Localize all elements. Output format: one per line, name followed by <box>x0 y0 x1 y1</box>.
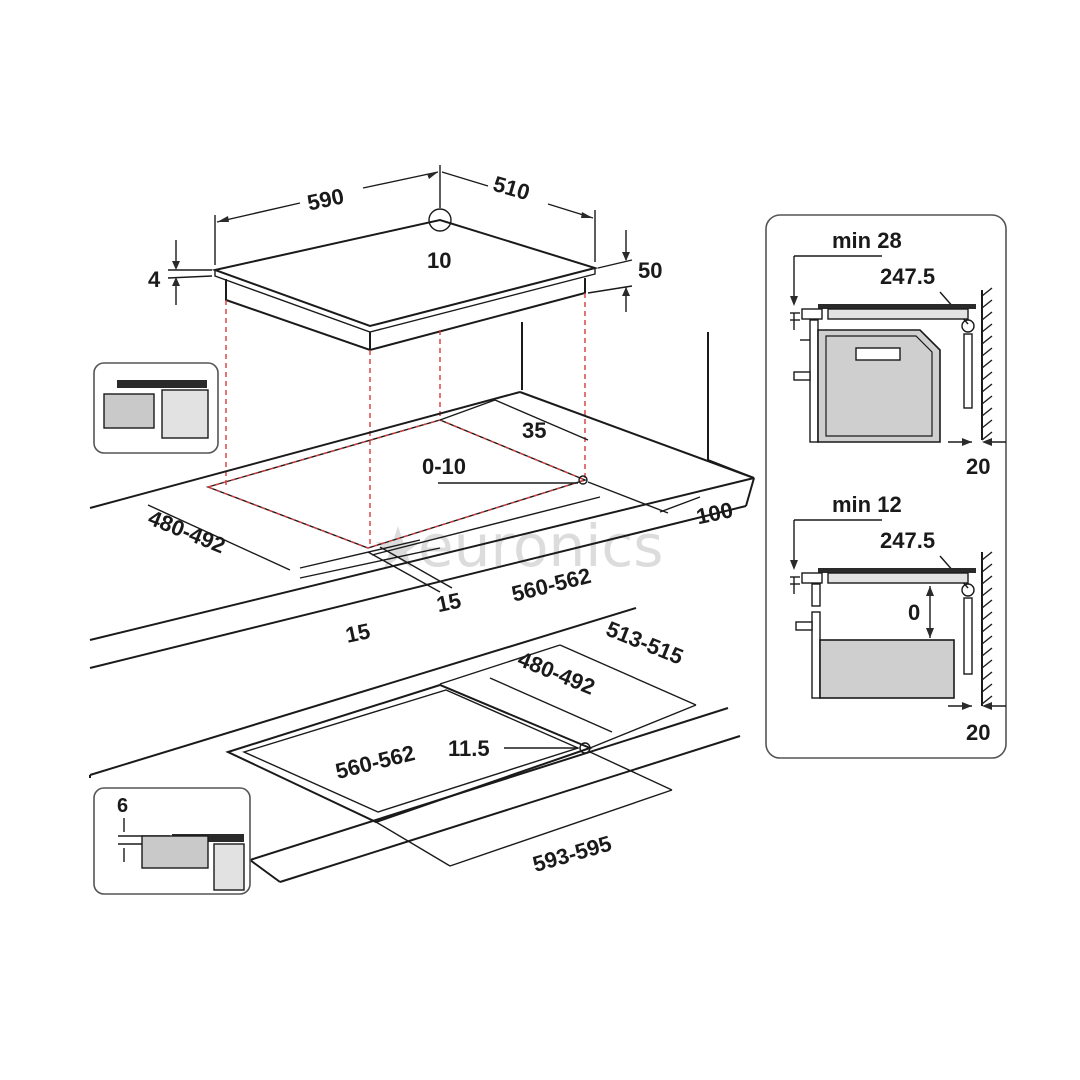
inset-standard-mount <box>93 362 219 454</box>
rear-gap-label: 35 <box>522 418 546 443</box>
side-gap-label: 0-10 <box>422 454 466 479</box>
watermark-text: euronics <box>418 512 663 580</box>
flush-inner-width-label: 560-562 <box>333 740 417 784</box>
upper-min-label: min 28 <box>832 228 902 253</box>
inset-step-label: 6 <box>117 795 128 817</box>
flush-outer-depth-label: 513-515 <box>603 616 687 669</box>
front-distance-label: 100 <box>694 497 735 529</box>
side-section-lower: min 12 247.5 0 <box>790 492 1006 745</box>
corner-radius-marker <box>428 208 452 232</box>
side-section-upper: min 28 247.5 <box>790 228 1006 479</box>
lower-dimension-label: 247.5 <box>880 528 935 553</box>
side-section-panel: min 28 247.5 <box>765 214 1007 759</box>
lower-oven-gap-label: 0 <box>908 600 920 625</box>
glass-thickness-label: 4 <box>148 267 161 292</box>
edge-right-label: 15 <box>434 588 463 618</box>
depth-510-label: 510 <box>490 171 532 205</box>
cutout-corner-marker <box>578 475 588 485</box>
flush-corner-radius-label: 11.5 <box>448 736 490 761</box>
cutout-depth-label: 480-492 <box>145 505 229 558</box>
inset-flush-mount: 6 <box>93 787 251 895</box>
corner-radius-label: 10 <box>427 248 451 273</box>
upper-wall-gap-label: 20 <box>966 454 990 479</box>
edge-left-label: 15 <box>343 618 372 648</box>
flush-inner-depth-label: 480-492 <box>514 646 598 699</box>
width-590-label: 590 <box>305 183 346 215</box>
hob-body <box>225 278 586 352</box>
flush-outer-width-label: 593-595 <box>530 831 615 877</box>
total-height-label: 50 <box>638 258 662 283</box>
watermark: ★ euronics <box>372 512 663 582</box>
hob-glass-edge <box>214 268 596 333</box>
hob-top-view: 10 590 510 4 50 <box>148 165 662 548</box>
hob-glass-top <box>211 218 599 328</box>
lower-wall-gap-label: 20 <box>966 720 990 745</box>
upper-dimension-label: 247.5 <box>880 264 935 289</box>
lower-min-label: min 12 <box>832 492 902 517</box>
